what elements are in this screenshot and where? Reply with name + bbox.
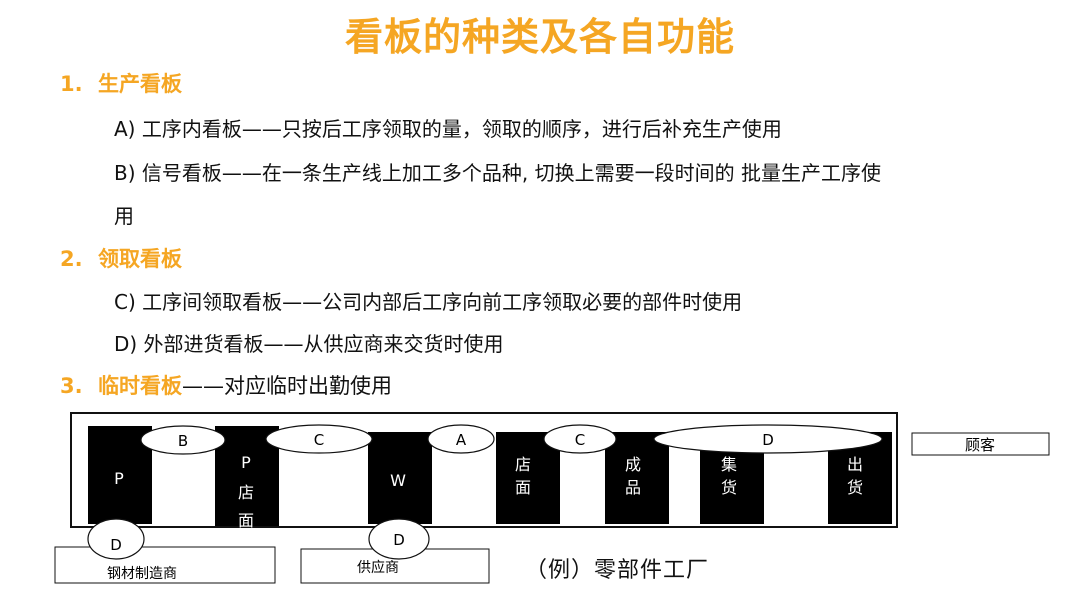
diagram-caption: （例）零部件工厂 xyxy=(525,558,710,583)
customer-label: 顾客 xyxy=(965,436,995,454)
kanban-item-b-continued: 用 xyxy=(114,204,134,228)
process-block-w xyxy=(368,432,432,524)
section-2-heading: 2. 领取看板 xyxy=(60,243,182,273)
steel-supplier-label: 钢材制造商 xyxy=(107,566,177,582)
kanban-oval-c xyxy=(543,424,617,454)
section-number: 2. xyxy=(60,247,83,271)
supplier-label: 供应商 xyxy=(357,559,399,576)
section-description: ——对应临时出勤使用 xyxy=(182,374,392,398)
kanban-oval-label: A xyxy=(456,431,467,449)
kanban-item-d: D) 外部进货看板——从供应商来交货时使用 xyxy=(114,332,504,356)
kanban-item-c: C) 工序间领取看板——公司内部后工序向前工序领取必要的部件时使用 xyxy=(114,290,743,314)
steel-supplier-box xyxy=(54,546,276,584)
block-label-product: 成品 xyxy=(625,455,641,497)
kanban-oval-c xyxy=(265,424,373,454)
block-label-w: W xyxy=(390,471,406,490)
kanban-oval-label: D xyxy=(110,536,122,554)
section-1-heading: 1. 生产看板 xyxy=(60,68,182,98)
block-label-store: 店面 xyxy=(515,455,531,497)
section-3-heading: 3. 临时看板——对应临时出勤使用 xyxy=(60,370,392,400)
section-number: 1. xyxy=(60,72,83,96)
external-kanban-oval-d xyxy=(368,518,430,560)
page-title: 看板的种类及各自功能 xyxy=(344,15,735,59)
kanban-item-a: A) 工序内看板——只按后工序领取的量，领取的顺序，进行后补充生产使用 xyxy=(114,117,782,141)
customer-box xyxy=(911,432,1050,456)
section-number: 3. xyxy=(60,374,83,398)
kanban-oval-label: B xyxy=(178,432,188,450)
process-block-store xyxy=(496,432,560,524)
section-title: 临时看板 xyxy=(98,374,182,398)
kanban-oval-a xyxy=(427,424,495,454)
kanban-item-b: B) 信号看板——在一条生产线上加工多个品种, 切换上需要一段时间的 批量生产工… xyxy=(114,161,881,185)
external-kanban-oval-d xyxy=(87,518,145,560)
section-title: 生产看板 xyxy=(98,72,182,96)
kanban-oval-label: D xyxy=(762,431,774,449)
block-label-collect: 集货 xyxy=(721,455,737,497)
kanban-oval-label: C xyxy=(575,431,585,449)
block-label-ship: 出货 xyxy=(847,455,863,497)
kanban-oval-label: C xyxy=(314,431,324,449)
kanban-oval-label: D xyxy=(393,531,405,549)
kanban-oval-b xyxy=(140,425,226,455)
section-title: 领取看板 xyxy=(98,247,182,271)
block-label-p: P xyxy=(114,469,124,488)
process-block-product xyxy=(605,432,669,524)
kanban-oval-d xyxy=(653,424,883,454)
